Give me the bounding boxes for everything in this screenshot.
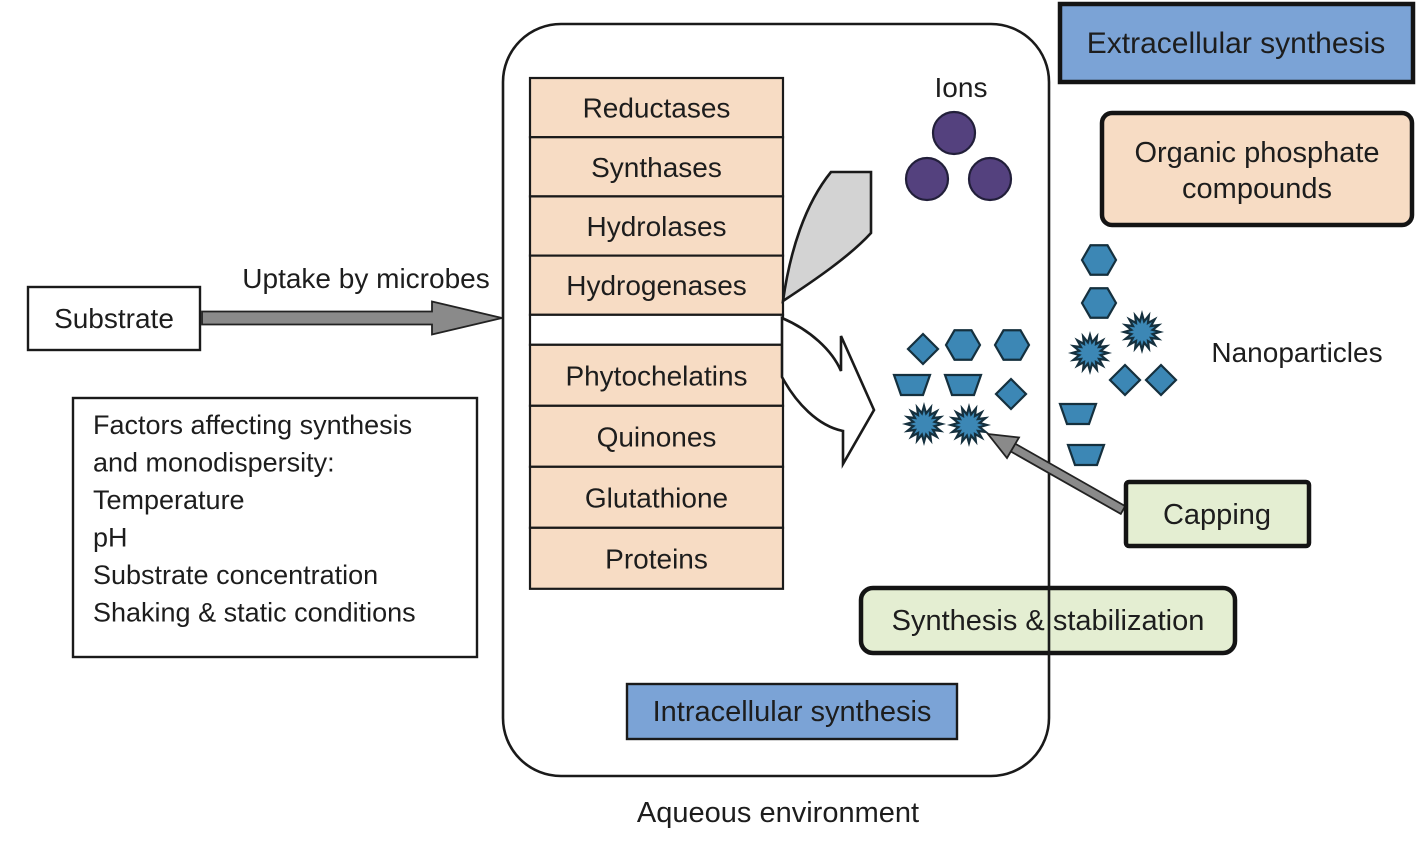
nanoparticle-diamond [1144, 363, 1178, 397]
table-row-label: Hydrolases [586, 211, 726, 242]
nanoparticle-starburst [949, 405, 989, 445]
table-row [528, 526, 785, 590]
factors-line: Temperature [93, 485, 245, 515]
organic-phosphate-label-line2: compounds [1182, 173, 1332, 205]
synthesis-curved-arrow [780, 316, 876, 469]
table-row-label: Quinones [597, 421, 717, 452]
factors-line: Factors affecting synthesis [93, 410, 412, 440]
capping-group: Capping [985, 432, 1312, 549]
nanoparticle-diamond [906, 332, 940, 366]
ion-uptake-curved-arrow [781, 170, 873, 304]
table-row-label: Proteins [605, 543, 708, 574]
ion-circle [904, 156, 950, 202]
enzyme-table: Reductases Synthases Hydrolases Hydrogen… [528, 76, 785, 590]
table-row-label: Synthases [591, 152, 722, 183]
nanoparticle-trapezoid [1058, 402, 1098, 426]
table-row [528, 404, 785, 468]
substrate-group: Substrate Uptake by microbes [26, 263, 503, 352]
enzyme-table-labels: Reductases Synthases Hydrolases Hydrogen… [565, 93, 747, 575]
factors-line: Shaking & static conditions [93, 598, 416, 628]
table-row [528, 465, 785, 529]
ions-group: Ions [904, 72, 1013, 202]
table-row-label: Reductases [583, 93, 731, 124]
aqueous-environment-label: Aqueous environment [637, 797, 919, 829]
nanoparticle-trapezoid [1066, 443, 1106, 467]
nanoparticle-hexagon [1080, 287, 1118, 319]
capping-rect [1123, 479, 1312, 549]
table-gap-row [528, 313, 785, 346]
table-row [528, 76, 785, 139]
organic-phosphate-rect [1099, 110, 1415, 228]
factors-line: and monodispersity: [93, 448, 335, 478]
intracellular-label: Intracellular synthesis [653, 696, 932, 728]
table-row-label: Phytochelatins [565, 360, 747, 391]
nanoparticle-diamond [994, 377, 1028, 411]
nanoparticle-diamond [1108, 363, 1142, 397]
nanoparticle-hexagon [993, 329, 1031, 361]
extracellular-synthesis-box: Extracellular synthesis [1057, 1, 1416, 85]
uptake-arrow [201, 300, 503, 336]
ion-circle [931, 110, 977, 156]
intracellular-rect [625, 682, 959, 741]
intracellular-synthesis-box: Intracellular synthesis [625, 682, 959, 741]
table-row [528, 136, 785, 198]
capping-label: Capping [1163, 499, 1271, 531]
substrate-rect [26, 285, 202, 352]
nanoparticle-starburst [1122, 312, 1162, 352]
organic-phosphate-box: Organic phosphate compounds [1099, 110, 1415, 228]
nanoparticle-hexagon [1080, 244, 1118, 276]
nanoparticle-trapezoid [943, 373, 983, 397]
factors-line: pH [93, 523, 128, 553]
nanoparticle-starburst [904, 404, 944, 444]
capping-arrow-shaft [1008, 441, 1127, 516]
extracellular-label: Extracellular synthesis [1087, 27, 1385, 60]
nanoparticles-inside-cell [892, 329, 1031, 445]
ion-circle [967, 156, 1013, 202]
enzyme-table-cells [528, 76, 785, 590]
ions-label: Ions [935, 72, 988, 103]
extracellular-rect [1057, 1, 1416, 85]
factors-rect [71, 396, 479, 659]
nanoparticles-label: Nanoparticles [1211, 337, 1382, 368]
cell-membrane-outline [501, 22, 1051, 778]
factors-box: Factors affecting synthesis and monodisp… [71, 396, 479, 659]
nanoparticle-trapezoid [892, 373, 932, 397]
factors-line: Substrate concentration [93, 560, 378, 590]
uptake-label: Uptake by microbes [242, 263, 489, 294]
substrate-label: Substrate [54, 303, 174, 334]
nanoparticle-hexagon [944, 329, 982, 361]
nanoparticle-starburst [1070, 333, 1110, 373]
ion-circles [904, 110, 1013, 202]
capping-arrow-head [985, 432, 1021, 460]
table-row-label: Hydrogenases [566, 270, 747, 301]
nanoparticles-outside-cell [1058, 244, 1178, 467]
organic-phosphate-label-line1: Organic phosphate [1134, 137, 1379, 169]
table-row-label: Glutathione [585, 482, 728, 513]
